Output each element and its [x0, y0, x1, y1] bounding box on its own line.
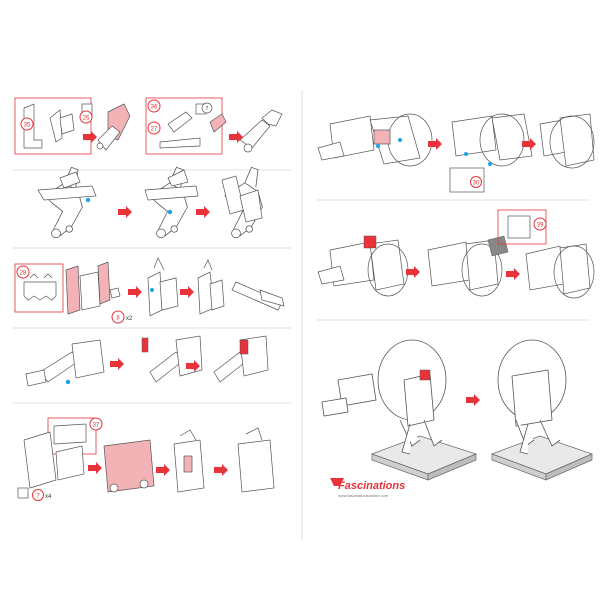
- right-step-row-2: 39: [317, 209, 595, 299]
- step-badge: 28: [20, 271, 27, 277]
- part-badge: 8: [116, 316, 120, 322]
- parts-box: [497, 209, 547, 245]
- step-row-5: 37 7 x4: [17, 417, 275, 501]
- arrow-right-icon: [110, 358, 124, 370]
- arrow-right-icon: [466, 394, 480, 406]
- brand-logo: Fascinations www.fascinationsonline.com: [330, 478, 405, 498]
- display-stand: [370, 435, 478, 481]
- parts-box: [449, 167, 485, 193]
- step-row-3: 28 8 x2: [14, 257, 285, 324]
- display-stand: [490, 435, 593, 481]
- arrow-right-icon: [229, 131, 243, 143]
- right-step-row-1: 30: [317, 113, 595, 193]
- part-badge: 7: [206, 106, 209, 112]
- brand-url: www.fascinationsonline.com: [338, 493, 389, 498]
- quantity-x4: x4: [45, 494, 52, 500]
- step-row-4: [25, 335, 269, 387]
- arrow-right-icon: [196, 206, 210, 218]
- quantity-x2: x2: [126, 316, 133, 322]
- arrow-right-icon: [83, 131, 97, 143]
- parts-box: [145, 97, 223, 155]
- arrow-right-icon: [180, 286, 194, 298]
- step-badge: 37: [93, 423, 100, 429]
- step-row-2: [37, 167, 263, 239]
- parts-box: [14, 263, 64, 313]
- left-separators: [12, 169, 292, 404]
- arrow-right-icon: [118, 206, 132, 218]
- arrow-right-icon: [156, 464, 170, 476]
- parts-box: [14, 97, 92, 155]
- arrow-right-icon: [88, 462, 102, 474]
- step-badge: 35: [24, 123, 31, 129]
- step-badge: 36: [151, 105, 158, 111]
- right-separators: [316, 199, 590, 321]
- part-badge: 7: [36, 494, 40, 500]
- step-badge: 27: [151, 127, 158, 133]
- step-row-1: 35 26 36 27 7: [14, 97, 283, 155]
- step-badge: 39: [537, 223, 544, 229]
- step-badge: 26: [83, 116, 90, 122]
- brand-name: Fascinations: [338, 480, 405, 492]
- right-step-row-3: [321, 339, 593, 481]
- step-badge: 30: [473, 181, 480, 187]
- arrow-right-icon: [506, 268, 520, 280]
- arrow-right-icon: [214, 464, 228, 476]
- arrow-right-icon: [428, 138, 442, 150]
- arrow-right-icon: [128, 286, 142, 298]
